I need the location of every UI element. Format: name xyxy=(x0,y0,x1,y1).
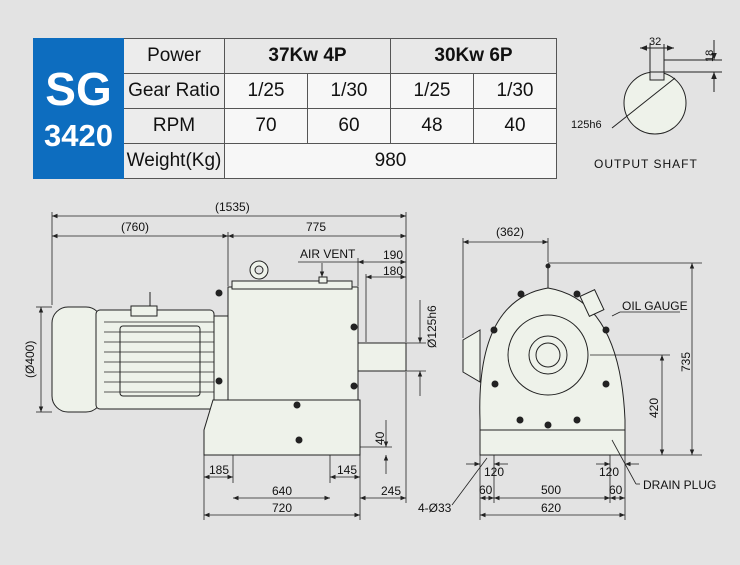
dim-front-120-left: 120 xyxy=(484,465,504,479)
gear-ratio-cell: 1/30 xyxy=(307,73,391,109)
gear-ratio-cell: 1/25 xyxy=(224,73,308,109)
dim-shaft-height: 420 xyxy=(647,398,661,418)
dim-shaft-180: 180 xyxy=(383,264,403,278)
motor-flange xyxy=(213,315,229,405)
side-view-drawing xyxy=(51,260,407,456)
dim-shaft-190: 190 xyxy=(383,248,403,262)
model-badge: SG 3420 xyxy=(33,38,124,179)
rpm-cell: 40 xyxy=(473,108,557,144)
gear-ratio-cell: 1/25 xyxy=(390,73,474,109)
shaft-key-depth: 18 xyxy=(704,50,716,62)
dim-front-height: 735 xyxy=(679,352,693,372)
power-motor-b: 30Kw 6P xyxy=(390,38,557,74)
power-label: Power xyxy=(123,38,225,74)
drain-plug-label: DRAIN PLUG xyxy=(643,478,716,492)
front-view-dimensions xyxy=(451,238,702,520)
rpm-cell: 60 xyxy=(307,108,391,144)
gearbox-cover xyxy=(231,280,353,290)
weight-label: Weight(Kg) xyxy=(123,143,225,179)
gear-ratio-label: Gear Ratio xyxy=(123,73,225,109)
front-base xyxy=(479,429,626,456)
model-size: 3420 xyxy=(44,118,113,153)
motor-lifting-base xyxy=(130,305,158,317)
oil-gauge-label: OIL GAUGE xyxy=(622,299,688,313)
motor-fan-cover xyxy=(51,306,103,413)
dim-front-120-right: 120 xyxy=(599,465,619,479)
shaft-diameter: 125h6 xyxy=(571,119,602,131)
motor-flange-front xyxy=(462,329,481,383)
dim-foot-height: 40 xyxy=(373,431,387,445)
model-series: SG xyxy=(45,63,112,115)
oil-gauge xyxy=(579,288,605,318)
dim-front-500: 500 xyxy=(541,483,561,497)
dim-base-720: 720 xyxy=(272,501,292,515)
rpm-label: RPM xyxy=(123,108,225,144)
motor-terminal-box xyxy=(119,325,201,397)
output-shaft-detail xyxy=(611,40,722,135)
output-shaft-caption: OUTPUT SHAFT xyxy=(594,157,698,171)
power-motor-a: 37Kw 4P xyxy=(224,38,391,74)
dim-shaft-245: 245 xyxy=(381,484,401,498)
dim-motor-length: (760) xyxy=(121,220,149,234)
dim-shaft-diameter: Ø125h6 xyxy=(425,305,439,348)
shaft-key-width: 32 xyxy=(649,36,661,48)
gearbox-housing xyxy=(227,286,359,416)
air-vent-label: AIR VENT xyxy=(300,247,356,261)
weight-value: 980 xyxy=(224,143,557,179)
dim-front-60-left: 60 xyxy=(479,483,493,497)
air-vent xyxy=(318,276,328,284)
output-shaft-side xyxy=(357,342,407,372)
dim-holes: 4-Ø33 xyxy=(418,501,452,515)
gear-ratio-cell: 1/30 xyxy=(473,73,557,109)
dim-front-620: 620 xyxy=(541,501,561,515)
shaft-circle xyxy=(623,71,687,135)
spec-table: SG 3420 Power 37Kw 4P 30Kw 6P Gear Ratio… xyxy=(33,38,557,179)
dim-foot-145: 145 xyxy=(337,463,357,477)
dim-overall-length: (1535) xyxy=(215,200,250,214)
rpm-cell: 48 xyxy=(390,108,474,144)
rpm-cell: 70 xyxy=(224,108,308,144)
shaft-keyway xyxy=(649,71,665,81)
dim-base-640: 640 xyxy=(272,484,292,498)
dim-body-length: 775 xyxy=(306,220,326,234)
dim-front-width: (362) xyxy=(496,225,524,239)
front-view-drawing xyxy=(462,263,626,456)
dim-motor-diameter: (Ø400) xyxy=(23,341,37,378)
gearbox-base xyxy=(203,399,361,456)
dim-foot-185: 185 xyxy=(209,463,229,477)
side-view-dimensions xyxy=(36,212,426,520)
dim-front-60-right: 60 xyxy=(609,483,623,497)
